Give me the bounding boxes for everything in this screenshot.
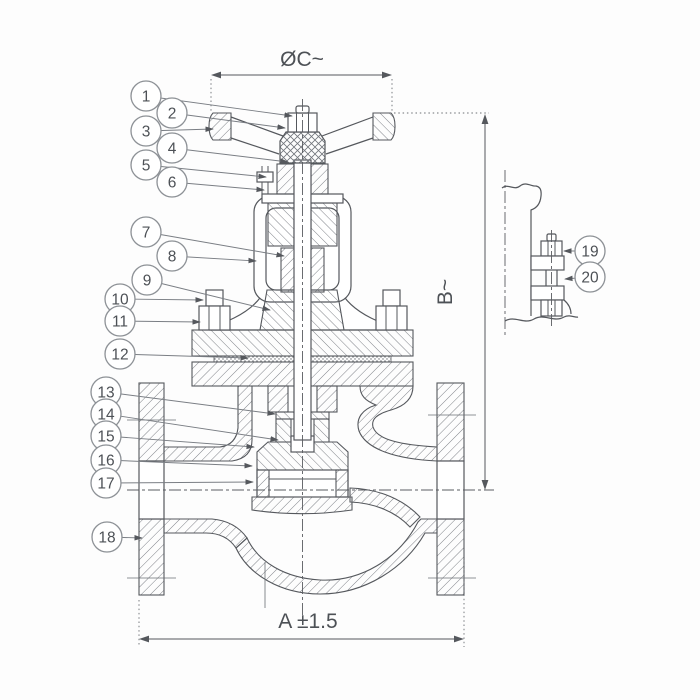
dimension-a: A ±1.5 [138, 560, 465, 647]
backseat-boss-left [267, 385, 289, 413]
callout-12-number: 12 [111, 347, 128, 364]
callout-1: 1 [130, 80, 162, 112]
dim-b-label: B~ [434, 279, 457, 305]
packing-left [276, 163, 295, 195]
spoke [325, 137, 374, 155]
backseat-boss-right [316, 385, 338, 413]
callout-15-number: 15 [97, 429, 114, 446]
callout-20-number: 20 [581, 270, 599, 287]
callout-9: 9 [131, 264, 163, 296]
callout-11: 11 [104, 305, 136, 337]
callout-7: 7 [130, 216, 162, 248]
callout-5-number: 5 [142, 158, 151, 175]
callout-15: 15 [90, 420, 122, 452]
callout-14: 14 [90, 398, 122, 430]
bonnet-bolts [198, 289, 408, 331]
callout-8-number: 8 [168, 249, 177, 266]
callout-6: 6 [156, 166, 188, 198]
callouts: 1 2 3 4 5 6 7 8 9 10 11 12 13 14 15 16 1… [90, 80, 606, 553]
dim-a-label: A ±1.5 [278, 610, 337, 633]
callout-2-number: 2 [168, 106, 177, 123]
callout-20: 20 [574, 261, 606, 293]
detail-flange-upper [530, 255, 565, 271]
spoke [321, 116, 374, 137]
callout-4-number: 4 [168, 141, 177, 158]
callout-8: 8 [156, 240, 188, 272]
spoke [230, 137, 280, 155]
dimension-c: ØC~ [210, 48, 393, 111]
handwheel-rim-right [372, 112, 396, 141]
handwheel-rim-left [208, 112, 232, 141]
callout-12: 12 [104, 338, 136, 370]
callout-17: 17 [90, 467, 122, 499]
spoke [230, 116, 284, 137]
callout-10-number: 10 [111, 292, 129, 309]
callout-6-number: 6 [168, 175, 177, 192]
callout-18: 18 [91, 521, 123, 553]
callout-3-number: 3 [142, 124, 151, 141]
detail-wall [501, 183, 542, 316]
callout-11-number: 11 [112, 314, 128, 331]
callout-19: 19 [574, 235, 606, 267]
callout-5: 5 [130, 149, 162, 181]
callout-14-number: 14 [97, 407, 115, 424]
left-flange [127, 382, 176, 596]
callout-1-number: 1 [142, 89, 151, 106]
valve-body [163, 385, 438, 608]
callout-13: 13 [90, 376, 122, 408]
callout-9-number: 9 [143, 273, 152, 290]
handwheel [208, 105, 396, 164]
bolt-nut-right [375, 305, 408, 331]
callout-19-number: 19 [581, 244, 598, 261]
callout-13-number: 13 [97, 385, 114, 402]
detail-view [501, 170, 579, 335]
callout-3: 3 [130, 115, 162, 147]
detail-break-line [504, 315, 579, 322]
centerlines [127, 99, 494, 624]
bolt-nut-left [198, 305, 231, 331]
packing-right [310, 163, 329, 195]
callout-17-number: 17 [97, 476, 114, 493]
detail-flange-lower [530, 285, 565, 301]
callout-18-number: 18 [98, 530, 115, 547]
callout-4: 4 [156, 132, 188, 164]
callout-7-number: 7 [142, 225, 151, 242]
callout-2: 2 [156, 97, 188, 129]
callout-16-number: 16 [97, 453, 114, 470]
bolt-stud-right [382, 289, 401, 307]
dimension-b: B~ [394, 112, 489, 490]
dim-c-label: ØC~ [280, 48, 324, 71]
right-flange [428, 382, 476, 596]
